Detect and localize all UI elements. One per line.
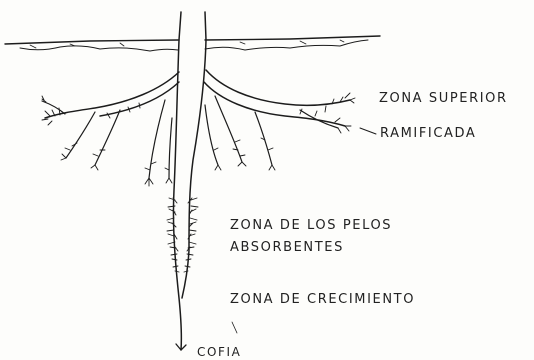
label-cofia: COFIA	[197, 345, 241, 359]
lateral-roots-right	[204, 70, 355, 170]
label-zona-superior: ZONA SUPERIOR	[379, 91, 508, 106]
lateral-roots-left	[42, 72, 179, 186]
label-zona-pelos-line2: ABSORBENTES	[230, 240, 344, 255]
root-hairs	[167, 198, 198, 272]
taproot	[173, 40, 206, 350]
label-zona-crecimiento: ZONA DE CRECIMIENTO	[230, 292, 415, 307]
label-ramificada: RAMIFICADA	[380, 126, 476, 141]
label-zona-pelos-line1: ZONA DE LOS PELOS	[230, 218, 392, 233]
soil-surface	[5, 36, 380, 51]
stem	[179, 12, 206, 40]
